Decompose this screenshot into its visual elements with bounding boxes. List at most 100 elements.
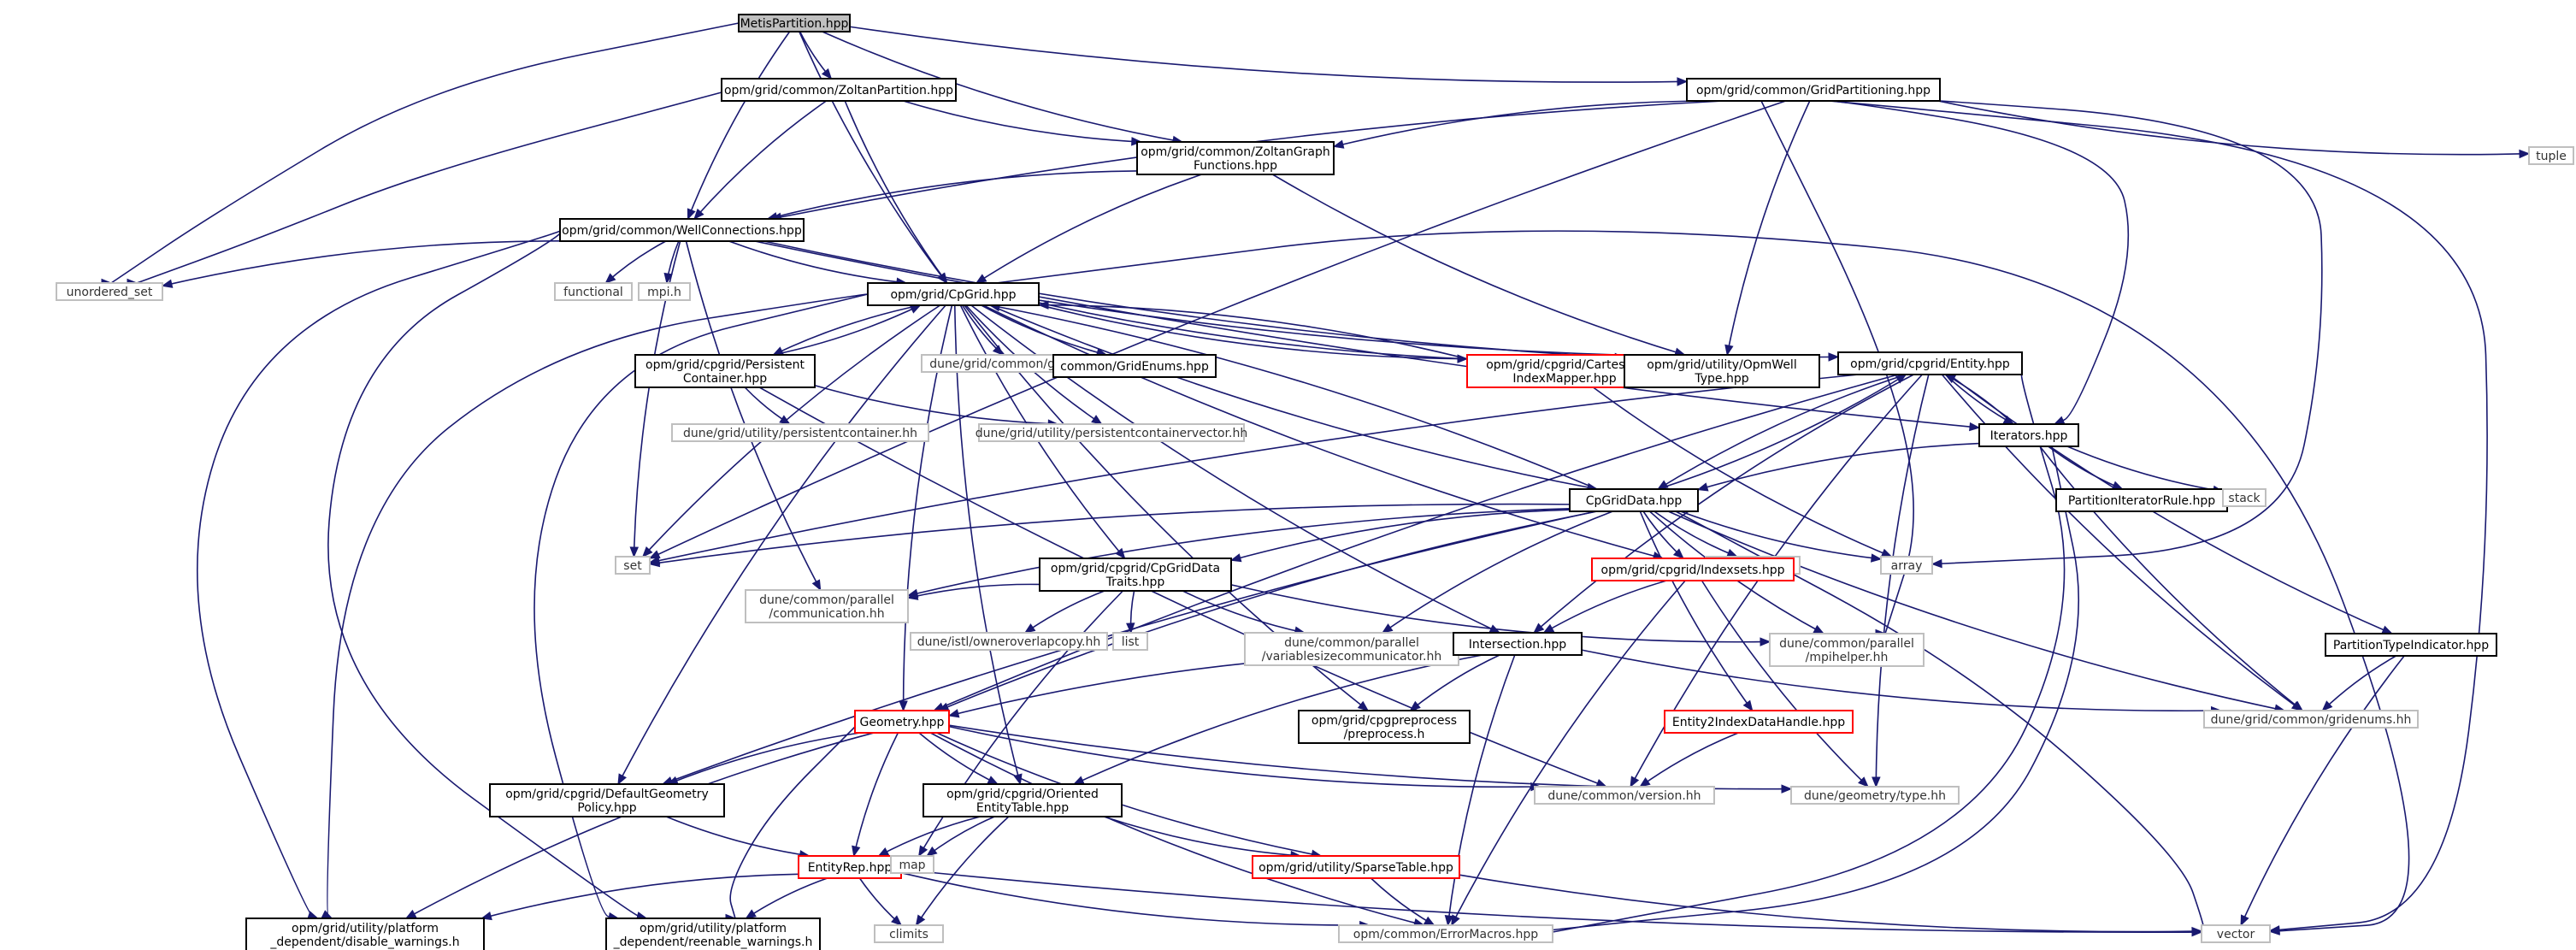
node-entityrep[interactable]: EntityRep.hpp xyxy=(798,855,902,879)
edge-arrowhead xyxy=(975,274,987,284)
node-partiter[interactable]: PartitionIteratorRule.hpp xyxy=(2055,488,2228,512)
node-box xyxy=(867,282,1040,306)
edge-line xyxy=(900,869,2202,934)
edges-layer xyxy=(101,22,2531,939)
node-parttypeind[interactable]: PartitionTypeIndicator.hpp xyxy=(2325,633,2497,657)
edge-line xyxy=(844,100,948,284)
edge-line xyxy=(989,304,1598,490)
edge-line xyxy=(933,374,1899,711)
node-gridenums[interactable]: common/GridEnums.hpp xyxy=(1052,354,1217,378)
node-box xyxy=(1790,786,1960,805)
node-wellconn[interactable]: opm/grid/common/WellConnections.hpp xyxy=(559,218,805,242)
node-box xyxy=(559,218,805,242)
node-cpgpreprocess[interactable]: opm/grid/cpgpreprocess/preprocess.h xyxy=(1298,710,1471,744)
edge-metis-to-wellconn xyxy=(687,31,791,221)
edge-cpgriddata-to-geometry xyxy=(937,510,1598,711)
node-label: vector xyxy=(2217,928,2255,941)
edge-line xyxy=(754,240,1980,428)
node-label: Intersection.hpp xyxy=(1469,638,1566,652)
edge-wellconn-to-mpih xyxy=(663,240,680,285)
edge-line xyxy=(1657,374,1907,490)
node-label: /preprocess.h xyxy=(1344,728,1425,741)
edge-intersection-to-errormacros xyxy=(1444,654,1516,927)
edge-arrowhead xyxy=(987,776,999,785)
edge-gridpart-to-tuple xyxy=(1937,100,2531,159)
edge-oriented-to-entityrep xyxy=(877,816,981,857)
node-cpgriddata[interactable]: CpGridData.hpp xyxy=(1569,488,1699,512)
node-label: dune/grid/utility/persistentcontainervec… xyxy=(976,427,1247,440)
edge-metis-to-zoltanpart xyxy=(799,31,833,80)
node-indexsets[interactable]: opm/grid/cpgrid/Indexsets.hpp xyxy=(1591,558,1795,581)
edge-traits-to-owneroverlap xyxy=(1023,590,1105,634)
edge-geometry-to-oriented xyxy=(918,732,999,785)
node-cpgrid[interactable]: opm/grid/CpGrid.hpp xyxy=(867,282,1040,306)
node-box xyxy=(1624,354,1820,388)
edge-cpgrid-to-persistent xyxy=(772,304,921,356)
node-defgeom[interactable]: opm/grid/cpgrid/DefaultGeometryPolicy.hp… xyxy=(489,783,725,817)
edge-arrowhead xyxy=(1760,637,1771,646)
node-label: Geometry.hpp xyxy=(860,716,945,729)
node-label: opm/grid/utility/SparseTable.hpp xyxy=(1259,861,1453,875)
edge-line xyxy=(162,240,579,287)
edge-line xyxy=(814,384,1058,425)
node-label: opm/grid/CpGrid.hpp xyxy=(890,288,1016,302)
edge-arrowhead xyxy=(1091,415,1103,425)
node-iterators[interactable]: Iterators.hpp xyxy=(1978,423,2079,447)
node-box xyxy=(56,282,163,301)
edge-arrowhead xyxy=(321,910,333,919)
node-zoltanpart[interactable]: opm/grid/common/ZoltanPartition.hpp xyxy=(721,78,957,102)
node-box xyxy=(1244,632,1459,666)
edge-e2idh-to-duneversion xyxy=(1639,732,1739,788)
edge-line xyxy=(327,293,869,919)
edge-arrowhead xyxy=(1672,548,1684,559)
node-entity[interactable]: opm/grid/cpgrid/Entity.hpp xyxy=(1837,351,2023,375)
edge-arrowhead xyxy=(2321,700,2333,711)
edge-zoltangraph-to-cpgrid xyxy=(975,174,1202,284)
edge-arrowhead xyxy=(1072,776,1085,785)
node-box xyxy=(745,589,909,623)
node-communication: dune/common/parallel/communication.hh xyxy=(745,589,909,623)
node-unordered_set: unordered_set xyxy=(56,282,163,301)
node-owneroverlap: dune/istl/owneroverlapcopy.hh xyxy=(910,632,1108,651)
edge-line xyxy=(693,100,827,220)
edge-arrowhead xyxy=(2291,700,2304,711)
edge-line xyxy=(900,871,1370,926)
edge-line xyxy=(1525,445,2080,935)
edge-line xyxy=(617,304,946,785)
edge-line xyxy=(1333,100,1720,148)
node-label: opm/grid/cpgrid/Oriented xyxy=(946,788,1099,801)
node-sparsetable[interactable]: opm/grid/utility/SparseTable.hpp xyxy=(1252,855,1460,879)
edge-line xyxy=(2321,655,2396,711)
edge-cpgriddata-to-e2idh xyxy=(1639,510,1754,712)
node-disablewarn[interactable]: opm/grid/utility/platform_dependent/disa… xyxy=(245,918,485,950)
node-metis[interactable]: MetisPartition.hpp xyxy=(738,14,851,32)
edge-iterators-to-cpgriddata xyxy=(1696,442,1980,492)
edge-line xyxy=(136,91,722,284)
node-gridpart[interactable]: opm/grid/common/GridPartitioning.hpp xyxy=(1686,78,1941,102)
edge-line xyxy=(2066,445,2224,493)
edge-line xyxy=(327,230,647,919)
edge-arrowhead xyxy=(1931,558,1942,569)
edge-geometry-to-entityrep xyxy=(852,732,899,858)
edge-line xyxy=(1038,304,1468,360)
edge-line xyxy=(1726,100,1811,356)
node-mpih: mpi.h xyxy=(638,282,691,301)
edge-wellconn-to-iterators xyxy=(754,240,1981,432)
edge-line xyxy=(1382,510,1613,634)
edge-arrowhead xyxy=(1696,482,1709,492)
node-intersection[interactable]: Intersection.hpp xyxy=(1453,632,1583,656)
node-reenablewarn[interactable]: opm/grid/utility/platform_dependent/reen… xyxy=(605,918,821,950)
edge-sparsetable-to-errormacros xyxy=(1370,877,1435,926)
node-box xyxy=(2528,146,2574,165)
node-box xyxy=(2222,488,2267,507)
node-box xyxy=(1252,855,1460,879)
node-e2idh[interactable]: Entity2IndexDataHandle.hpp xyxy=(1664,710,1854,734)
edge-line xyxy=(197,230,561,919)
node-geometry[interactable]: Geometry.hpp xyxy=(854,710,950,734)
node-perscontainer_hh: dune/grid/utility/persistentcontainer.hh xyxy=(671,423,929,442)
